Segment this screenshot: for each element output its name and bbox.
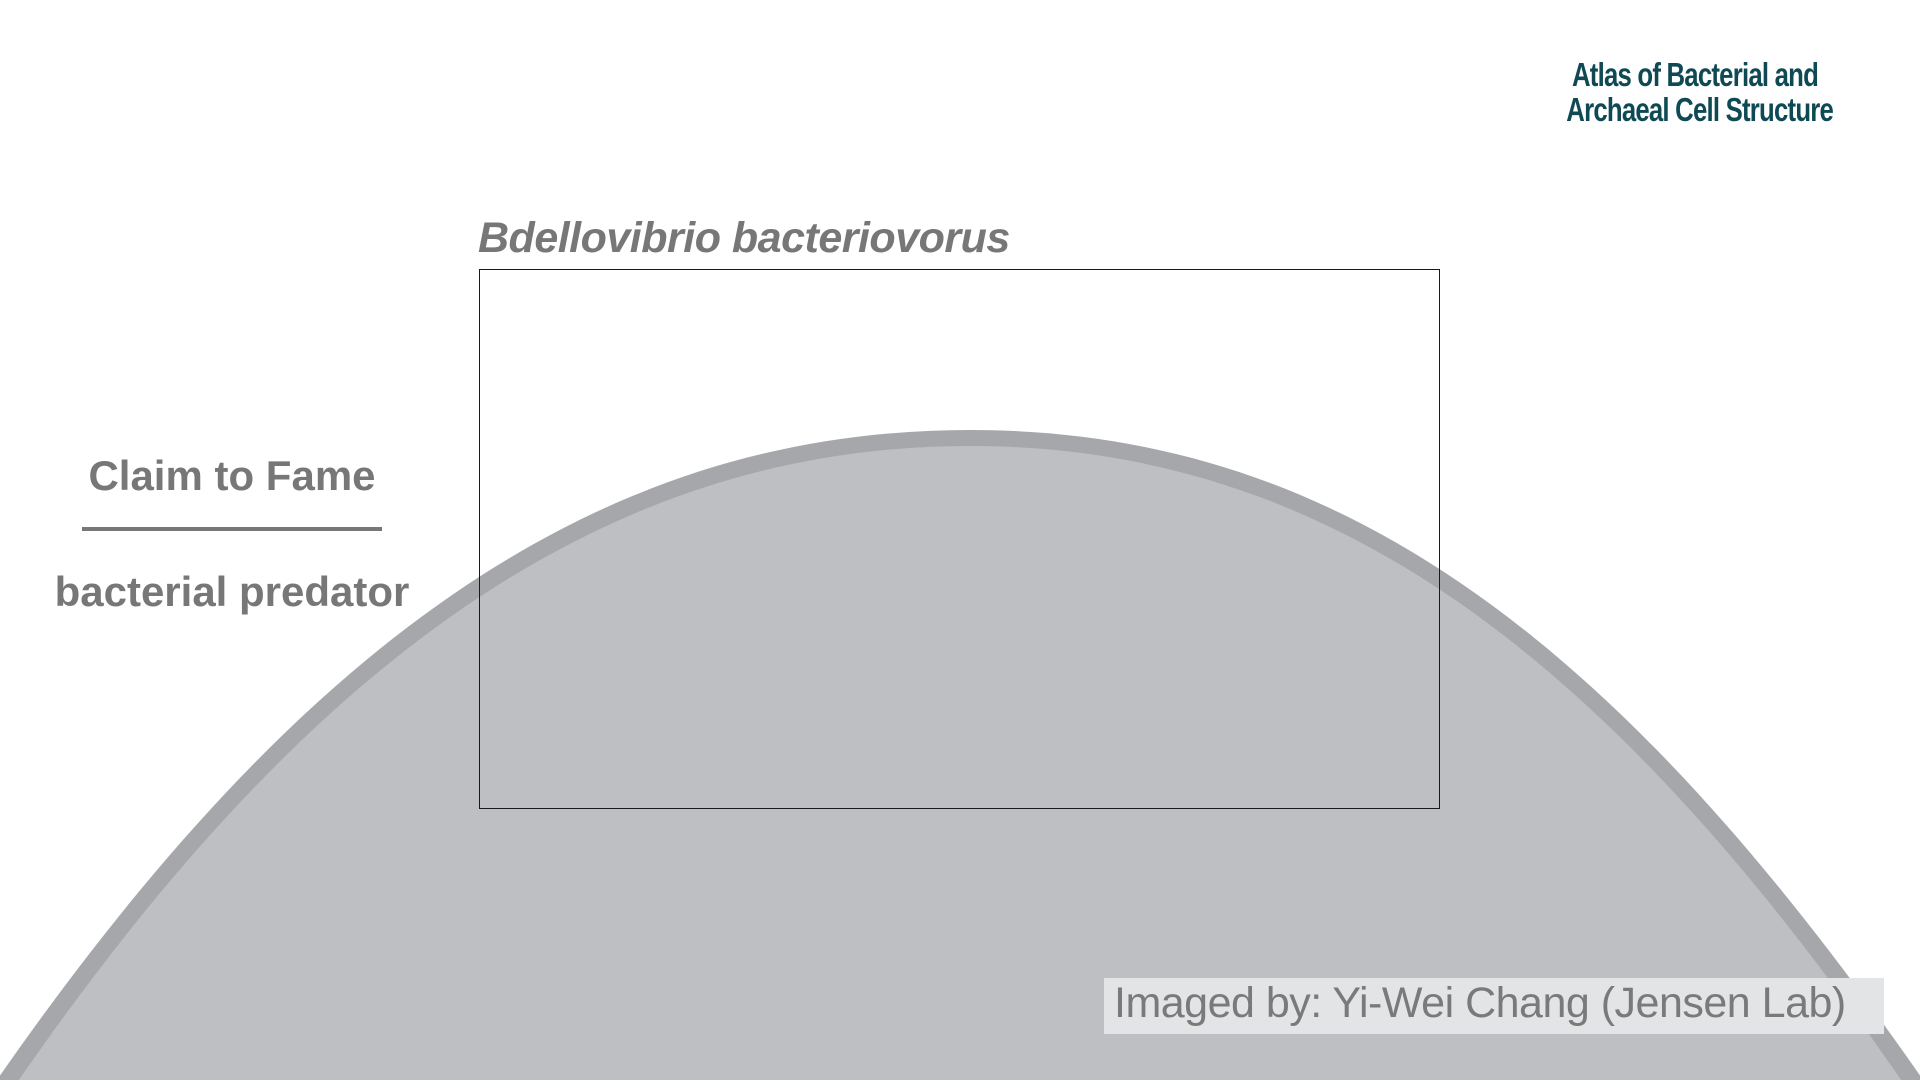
claim-text: bacterial predator [54, 568, 410, 615]
species-title: Bdellovibrio bacteriovorus [478, 214, 1010, 262]
claim-heading: Claim to Fame [88, 452, 376, 499]
credit-text: Imaged by: Yi-Wei Chang (Jensen Lab) [1114, 979, 1846, 1027]
atlas-logo: Atlas of Bacterial and Archaeal Cell Str… [1530, 56, 1860, 128]
credit-background [1104, 978, 1884, 1034]
dome-fill [18, 446, 1902, 1080]
logo-line-2: Archaeal Cell Structure [1566, 90, 1834, 128]
image-frame [479, 269, 1440, 809]
logo-line-1: Atlas of Bacterial and [1571, 56, 1819, 93]
claim-divider [82, 527, 382, 531]
